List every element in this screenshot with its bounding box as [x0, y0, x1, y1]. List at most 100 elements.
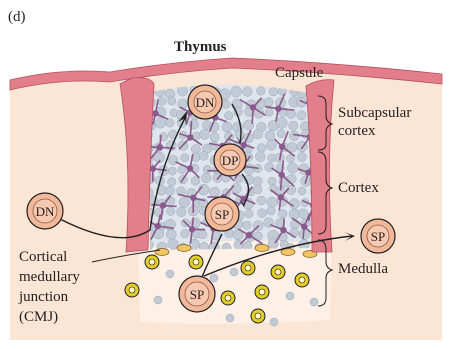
cell-sp-cortex-label: SP [215, 207, 229, 222]
cell-sp-exit-label: SP [371, 229, 385, 244]
thymocyte-dot [257, 196, 266, 205]
thymocyte-dot [222, 100, 230, 108]
thymocyte-dot [265, 131, 275, 141]
thymocyte-dot [297, 111, 306, 120]
thymocyte-dot [177, 207, 186, 216]
macrophage [255, 285, 269, 299]
medullary-thymocyte [166, 270, 174, 278]
cortex-label: Cortex [338, 181, 379, 196]
cell-sp-exit: SP [361, 219, 395, 253]
thymocyte-dot [165, 186, 174, 195]
thymocyte-dot [231, 86, 242, 97]
medullary-thymocyte [310, 298, 318, 306]
thymocyte-dot [179, 197, 189, 207]
thymocyte-dot [266, 140, 276, 150]
thymocyte-dot [253, 185, 262, 194]
thymocyte-dot [243, 221, 251, 229]
thymocyte-dot [199, 230, 207, 238]
cell-dn-outside-label: DN [36, 204, 55, 219]
cmj-label-line4: (CMJ) [19, 310, 58, 325]
thymocyte-dot [257, 87, 266, 96]
thymocyte-dot [298, 187, 306, 195]
cell-dp: DP [214, 144, 246, 176]
diagram-title: Thymus [174, 40, 227, 55]
medullary-thymocyte [154, 296, 162, 304]
cell-dn-subcapsular: DN [188, 85, 222, 119]
thymocyte-dot [276, 117, 287, 128]
thymocyte-dot [222, 122, 232, 132]
thymocyte-dot [155, 118, 166, 129]
macrophage [145, 255, 159, 269]
thymocyte-dot [201, 173, 210, 182]
thymocyte-dot [287, 174, 296, 183]
cell-sp-cortex: SP [205, 197, 239, 231]
macrophage [271, 265, 285, 279]
subcapsular-cortex-label-line2: cortex [338, 124, 375, 139]
thymocyte-dot [289, 121, 298, 130]
macrophage [189, 255, 203, 269]
thymocyte-dot [210, 133, 219, 142]
thymocyte-dot [191, 145, 200, 154]
medullary-epithelial-cell [177, 245, 191, 252]
thymocyte-dot [257, 144, 266, 153]
thymocyte-dot [191, 177, 200, 186]
macrophage [241, 261, 255, 275]
thymocyte-dot [297, 152, 306, 161]
medullary-thymocyte [230, 268, 238, 276]
thymocyte-dot [264, 98, 273, 107]
thymocyte-dot [166, 230, 176, 240]
thymocyte-dot [166, 119, 175, 128]
cell-sp-medulla-label: SP [190, 287, 204, 302]
capsule-label: Capsule [275, 66, 323, 81]
thymocyte-dot [181, 154, 189, 162]
thymocyte-dot [210, 187, 220, 197]
thymocyte-dot [245, 210, 253, 218]
thymocyte-dot [267, 207, 275, 215]
thymocyte-dot [265, 163, 274, 172]
thymocyte-dot [253, 130, 262, 139]
thymocyte-dot [265, 108, 273, 116]
cell-dp-label: DP [222, 153, 239, 168]
thymocyte-dot [231, 184, 241, 194]
thymocyte-dot [298, 209, 308, 219]
medulla-label: Medulla [338, 262, 388, 277]
thymocyte-dot [203, 165, 211, 173]
panel-label: (d) [8, 10, 26, 25]
thymocyte-dot [168, 97, 176, 105]
macrophage [221, 291, 235, 305]
thymocyte-dot [168, 178, 176, 186]
thymocyte-dot [235, 130, 244, 139]
thymocyte-dot [277, 130, 285, 138]
thymocyte-dot [253, 177, 262, 186]
cmj-label-line3: junction [19, 290, 68, 305]
cell-dn-outside: DN [27, 193, 63, 229]
thymocyte-dot [168, 167, 176, 175]
thymocyte-dot [287, 163, 297, 173]
macrophage [251, 309, 265, 323]
macrophage [125, 283, 139, 297]
thymocyte-dot [267, 197, 277, 207]
medullary-epithelial-cell [255, 245, 269, 252]
thymocyte-dot [178, 99, 188, 109]
thymocyte-dot [269, 87, 278, 96]
thymocyte-dot [243, 87, 253, 97]
thymocyte-dot [199, 151, 208, 160]
medullary-epithelial-cell [155, 249, 169, 256]
medullary-thymocyte [286, 292, 294, 300]
medullary-thymocyte [270, 318, 278, 326]
thymocyte-dot [158, 97, 167, 106]
thymocyte-dot [278, 210, 287, 219]
thymocyte-dot [268, 177, 276, 185]
cmj-label-line2: medullary [19, 270, 80, 285]
thymocyte-dot [169, 155, 178, 164]
thymocyte-dot [289, 209, 300, 220]
thymocyte-dot [255, 152, 265, 162]
thymocyte-dot [225, 112, 233, 120]
cell-sp-medulla: SP [179, 276, 215, 312]
macrophage [295, 273, 309, 287]
medullary-thymocyte [210, 274, 218, 282]
thymocyte-dot [258, 209, 267, 218]
medullary-thymocyte [226, 314, 234, 322]
cell-dn-subcapsular-label: DN [196, 95, 215, 110]
thymocyte-dot [199, 129, 209, 139]
